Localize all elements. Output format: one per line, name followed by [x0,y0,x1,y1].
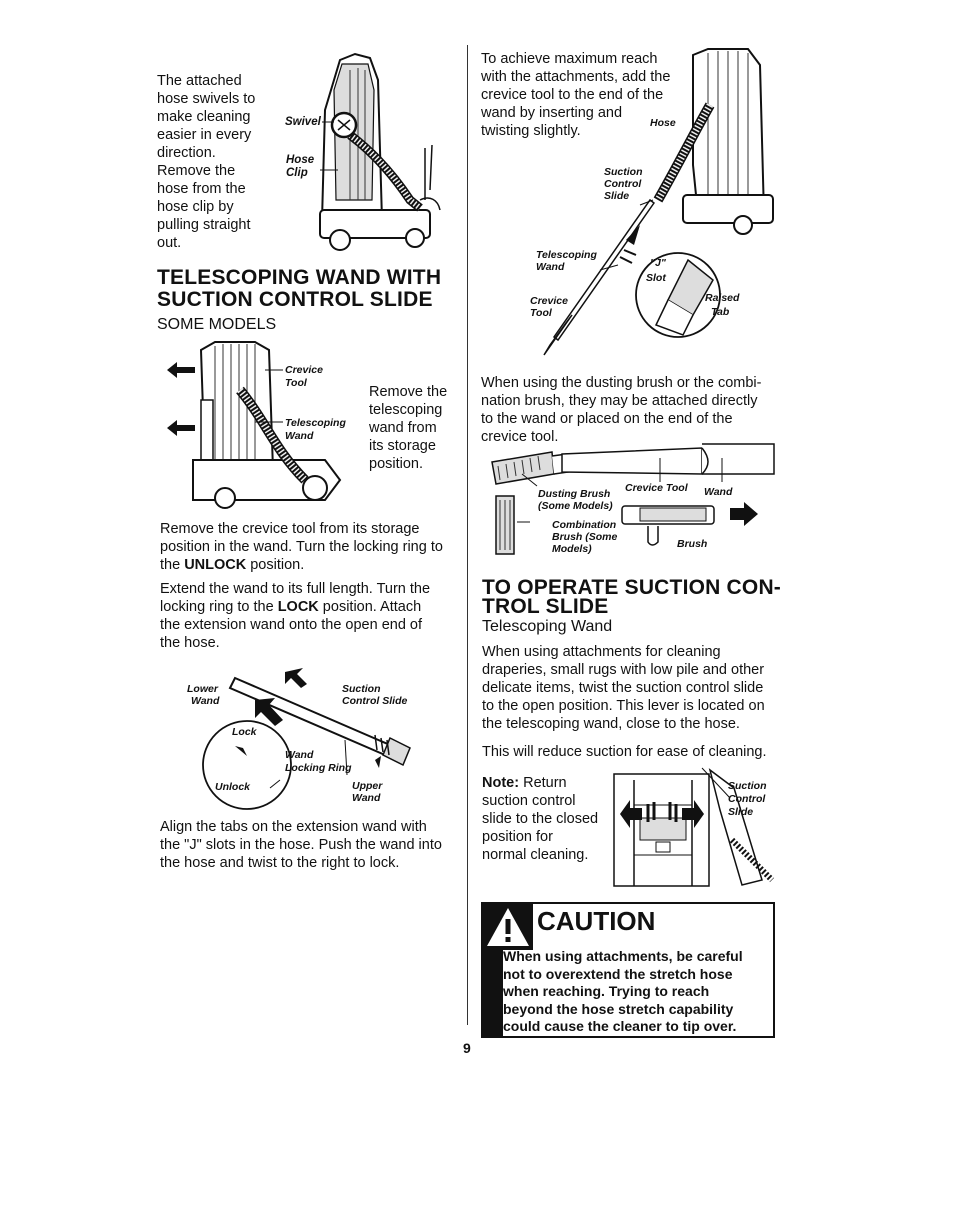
lock-label: Lock [232,726,257,738]
clip-label: Clip [286,167,308,179]
slot-label: Slot [646,272,666,284]
crevice-label: Crevice [285,364,323,376]
slide-label-fig6: Slide [728,806,754,818]
suction-label: Suction [342,683,381,695]
section-heading-telescoping: TELESCOPING WAND WITH SUCTION CONTROL SL… [157,266,442,311]
brush-label: Brush [677,538,708,550]
lower-wand-label: Wand [191,695,220,707]
tab-label: Tab [711,306,730,318]
control-label-fig4: Control [604,178,642,190]
extension-wand-figure: Lower Wand Suction Control Slide Lock Wa… [185,660,425,810]
control-slide-label: Control Slide [342,695,408,707]
suction-slide-figure: Suction Control Slide [612,760,777,890]
caution-box: CAUTION When using attachments, be caref… [481,902,775,1038]
combination-label: Combination [552,519,617,531]
combination-models-label: Models) [552,543,592,555]
hose-label: Hose [286,154,315,166]
wand-label-fig5: Wand [704,486,733,498]
align-tabs-paragraph: Align the tabs on the extension wand wit… [160,819,442,871]
raised-label: Raised [705,292,740,304]
lock-paragraph: Extend the wand to its full length. Turn… [160,581,431,651]
suction-label-fig6: Suction [728,780,767,792]
some-models-subheading: SOME MODELS [157,316,277,333]
hose-label-fig4: Hose [650,117,676,129]
crevice-label-fig4: Crevice [530,295,568,307]
telescoping-wand-subheading: Telescoping Wand [482,618,613,635]
column-divider [467,45,468,1025]
lower-label: Lower [187,683,218,695]
brush-some-label: Brush (Some [552,531,618,543]
control-label-fig6: Control [728,793,766,805]
warning-triangle-icon [483,904,533,950]
wand-label-fig4: Wand [536,261,565,273]
unlock-paragraph: Remove the crevice tool from its storage… [160,521,443,573]
caution-title: CAUTION [537,906,656,936]
dusting-brush-label: Dusting Brush [538,488,611,500]
upper-label: Upper [352,780,383,792]
unlock-label: Unlock [215,781,251,793]
brush-attachments-figure: Dusting Brush (Some Models) Crevice Tool… [482,443,777,564]
dusting-brush-paragraph: When using the dusting brush or the comb… [481,375,762,445]
suction-label-fig4: Suction [604,166,643,178]
tool-label: Tool [285,377,307,389]
wand-label: Wand [285,430,314,442]
telescoping-label-fig4: Telescoping [536,249,597,261]
telescoping-label: Telescoping [285,417,346,429]
tool-label-fig4: Tool [530,307,552,319]
locking-ring-label: Locking Ring [285,762,352,774]
swivel-label: Swivel [285,116,321,128]
dusting-some-models-label: (Some Models) [538,500,613,512]
crevice-tool-label: Crevice Tool [625,482,688,494]
reduce-suction-paragraph: This will reduce suction for ease of cle… [482,744,767,760]
wand-storage-figure: Crevice Tool Telescoping Wand [165,340,365,510]
upper-wand-label: Wand [352,792,381,804]
section-heading-operate: TO OPERATE SUCTION CON- TROL SLIDE [482,576,781,618]
j-label: "J" [650,257,666,269]
page-number: 9 [463,1040,471,1056]
vacuum-hose-swivel-figure: Swivel Hose Clip [280,50,450,255]
wand-label-fig3: Wand [285,749,314,761]
slide-label-fig4: Slide [604,190,630,202]
crevice-tool-attach-figure: Hose Suction Control Slide Telescoping W… [528,45,778,360]
